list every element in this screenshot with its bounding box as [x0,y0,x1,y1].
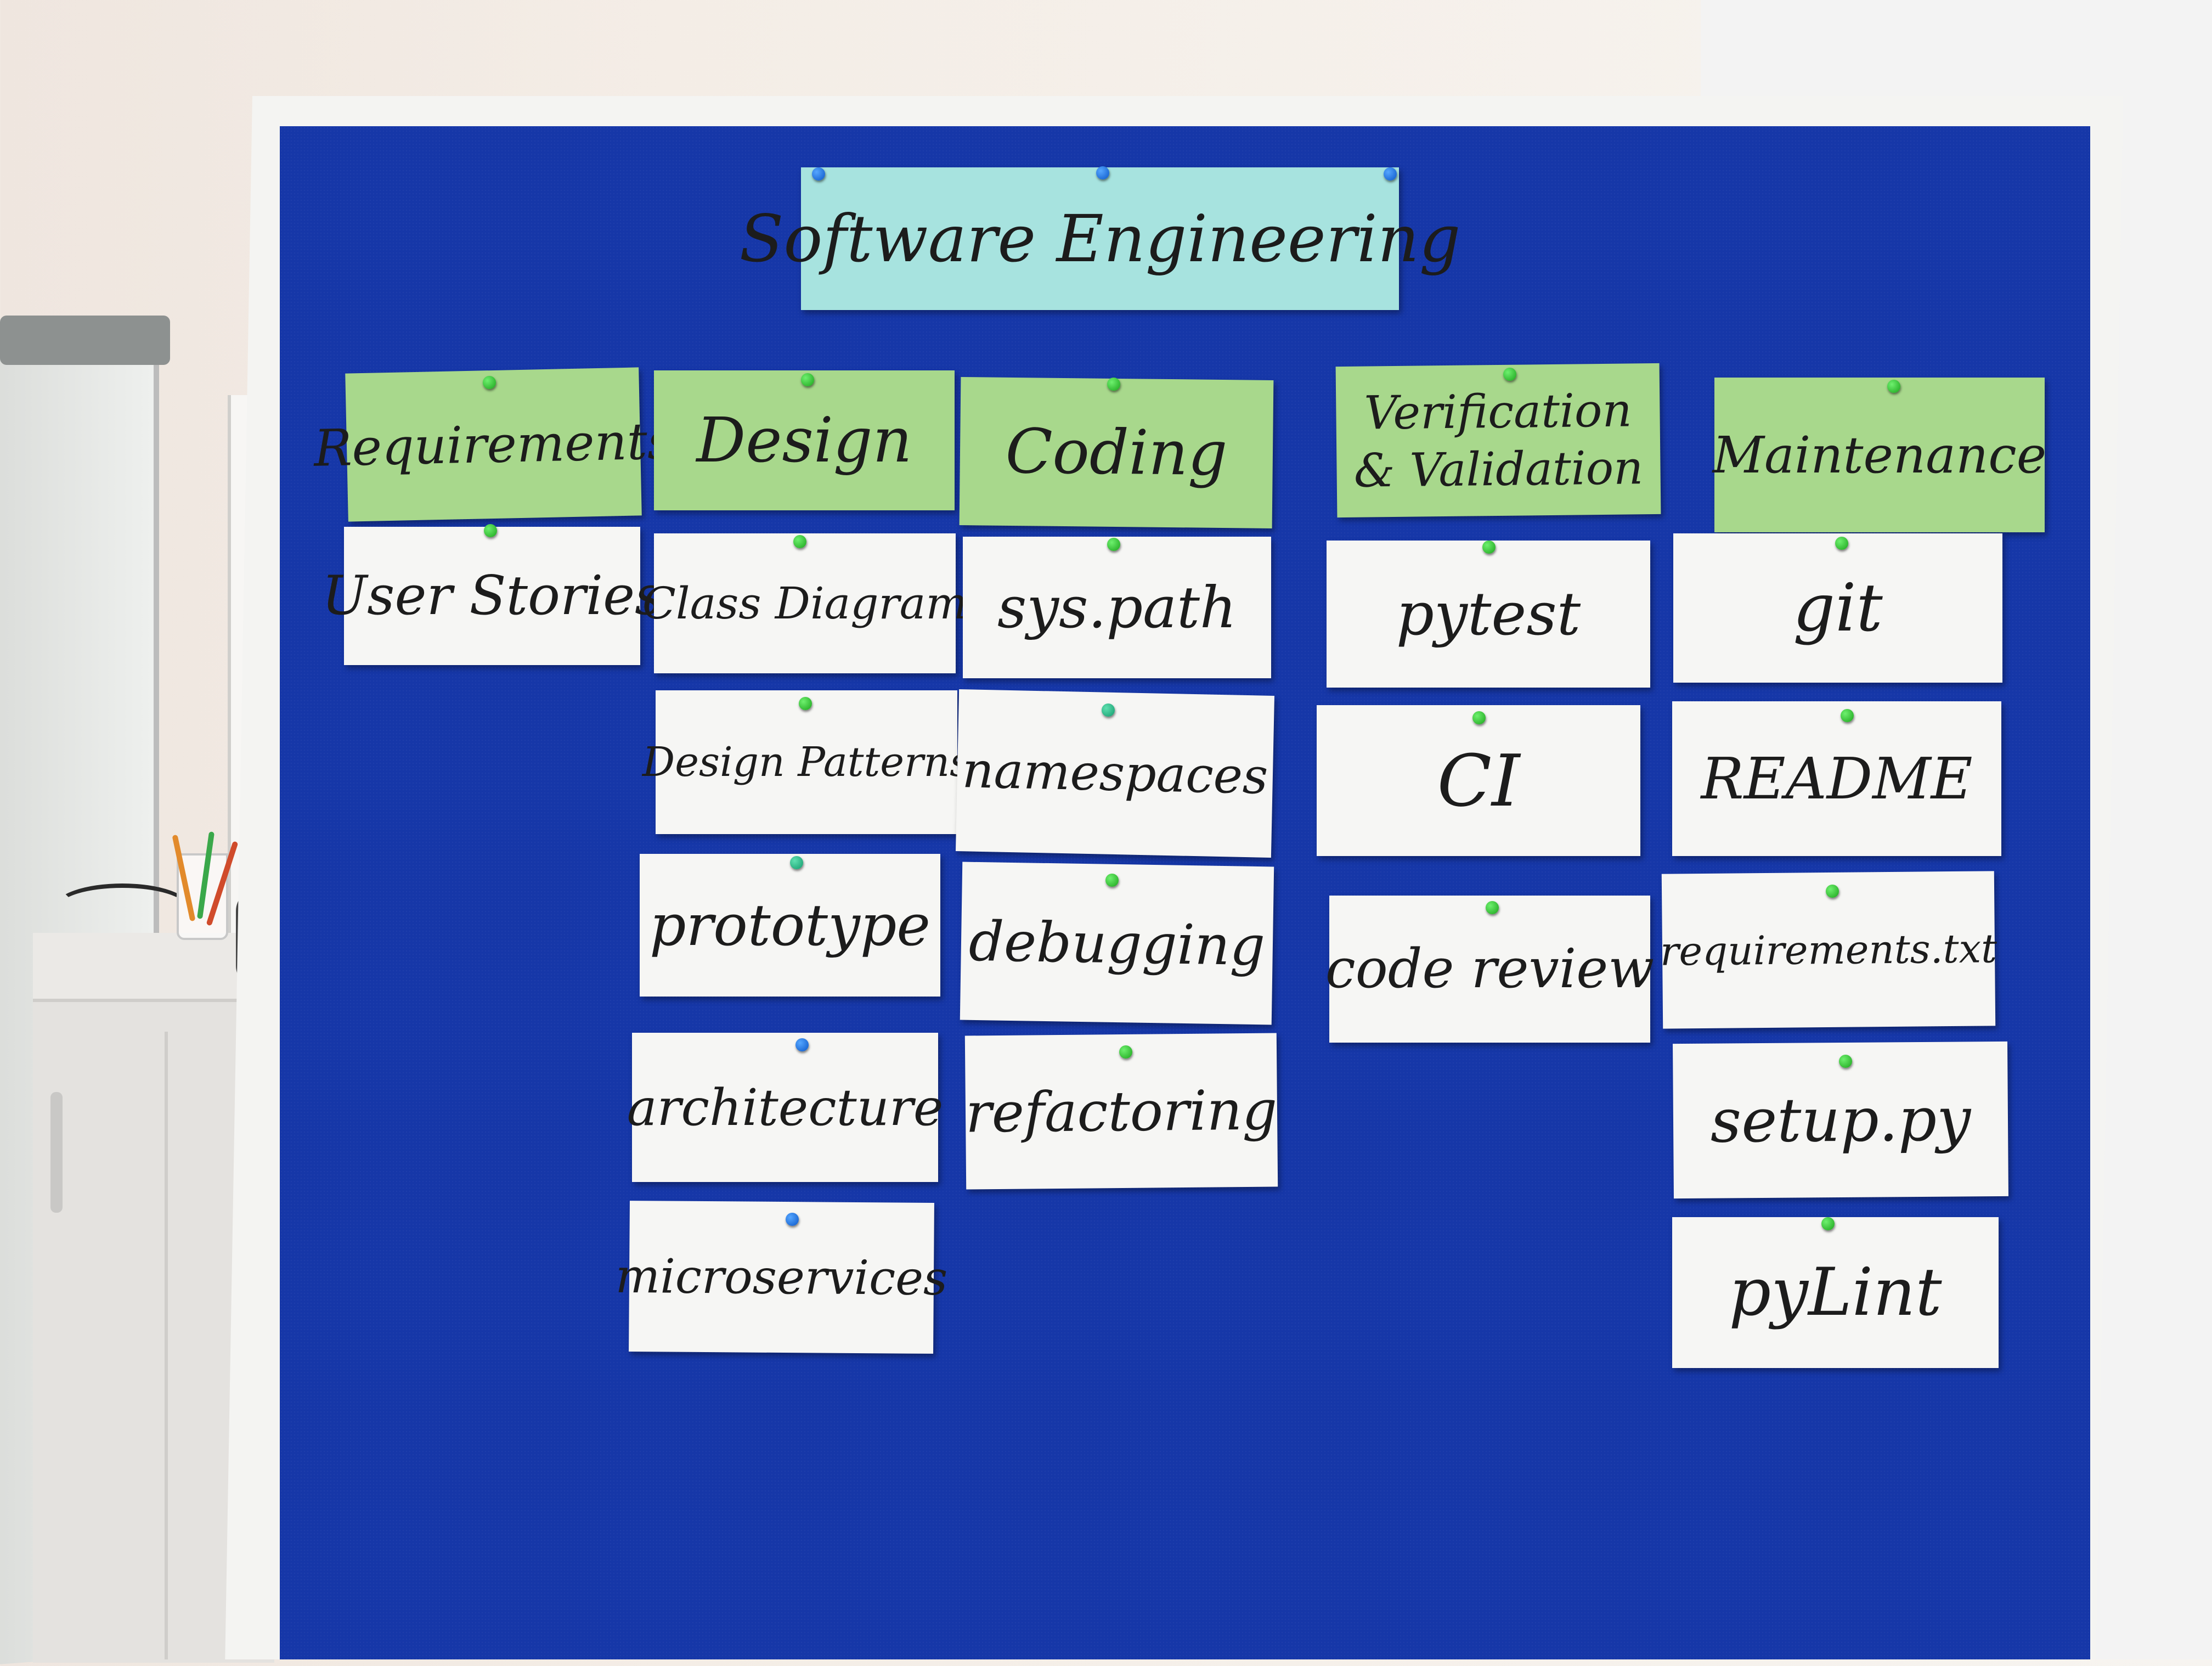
pin [1096,166,1109,179]
pin [812,167,825,181]
card-debugging-label: debugging [968,909,1266,978]
card-user-stories-label: User Stories [321,565,663,627]
card-pytest-label: pytest [1396,579,1581,649]
pin [1102,703,1115,717]
header-maintenance: Maintenance [1712,378,2047,532]
cabinet-handle [50,1092,63,1213]
cabinet-divider [165,1032,168,1659]
card-architecture-label: architecture [627,1078,944,1137]
header-requirements-label: Requirements [313,411,674,478]
pin [786,1213,799,1226]
card-microservices: microservices [615,1201,948,1354]
card-microservices-label: microservices [615,1248,948,1306]
pin [1841,709,1854,722]
header-maintenance-label: Maintenance [1712,425,2047,485]
card-readme: README [1672,701,2001,856]
pin [1384,167,1397,181]
card-setup-py-label: setup.py [1710,1084,1971,1156]
card-debugging: debugging [960,862,1274,1025]
header-design-label: Design [696,404,912,476]
pin [1839,1055,1852,1068]
pin [801,373,814,386]
pin [1826,885,1839,898]
header-coding-label: Coding [1005,415,1228,490]
flipchart-clip [0,316,170,365]
card-readme-label: README [1701,745,1973,812]
card-namespaces: namespaces [955,689,1275,858]
header-vv-text: Verification & Validation [1353,381,1644,500]
card-user-stories: User Stories [322,527,662,665]
card-namespaces-label: namespaces [961,741,1269,806]
title-card: Software Engineering [740,167,1460,310]
pin [793,535,806,548]
pin [799,697,812,710]
card-pytest: pytest [1327,541,1650,688]
card-pylint-label: pyLint [1729,1254,1942,1331]
pin [1503,368,1516,381]
pin [1835,537,1848,550]
card-code-review: code review [1325,896,1654,1043]
card-sys-path-label: sys.path [997,574,1237,641]
card-requirements-txt-label: requirements.txt [1660,925,1997,975]
pin [1107,378,1120,391]
pin [1482,541,1496,554]
card-class-diagram-label: Class Diagram [642,578,968,629]
card-design-patterns-label: Design Patterns [642,739,971,786]
pin [790,856,803,869]
card-architecture: architecture [627,1033,943,1182]
card-ci-label: CI [1437,739,1520,823]
header-vv-line2: & Validation [1353,440,1644,498]
card-git-label: git [1793,570,1883,646]
card-prototype: prototype [640,854,940,997]
card-refactoring-label: refactoring [965,1078,1278,1145]
pin [1472,711,1486,724]
pin [1119,1045,1132,1059]
card-design-patterns: Design Patterns [642,690,970,834]
card-sys-path: sys.path [963,537,1271,678]
header-verification-validation: Verification & Validation [1335,363,1661,518]
cable [55,883,190,931]
card-git: git [1673,533,2002,683]
header-coding: Coding [959,377,1274,528]
pin [1821,1217,1835,1230]
pin [1486,901,1499,914]
card-prototype-label: prototype [650,892,930,959]
header-design: Design [654,370,955,510]
pin [1887,380,1900,393]
desk [33,933,274,1010]
card-code-review-label: code review [1325,938,1655,1000]
title-text: Software Engineering [739,201,1461,277]
pin [483,376,496,389]
card-class-diagram: Class Diagram [642,533,967,673]
pin [795,1038,809,1051]
card-ci: CI [1317,705,1640,856]
header-requirements: Requirements [313,367,674,522]
pin [1107,538,1120,551]
card-pylint: pyLint [1672,1217,1999,1368]
header-vv-line1: Verification [1363,382,1633,440]
pin [1105,874,1119,887]
pin [484,524,497,537]
